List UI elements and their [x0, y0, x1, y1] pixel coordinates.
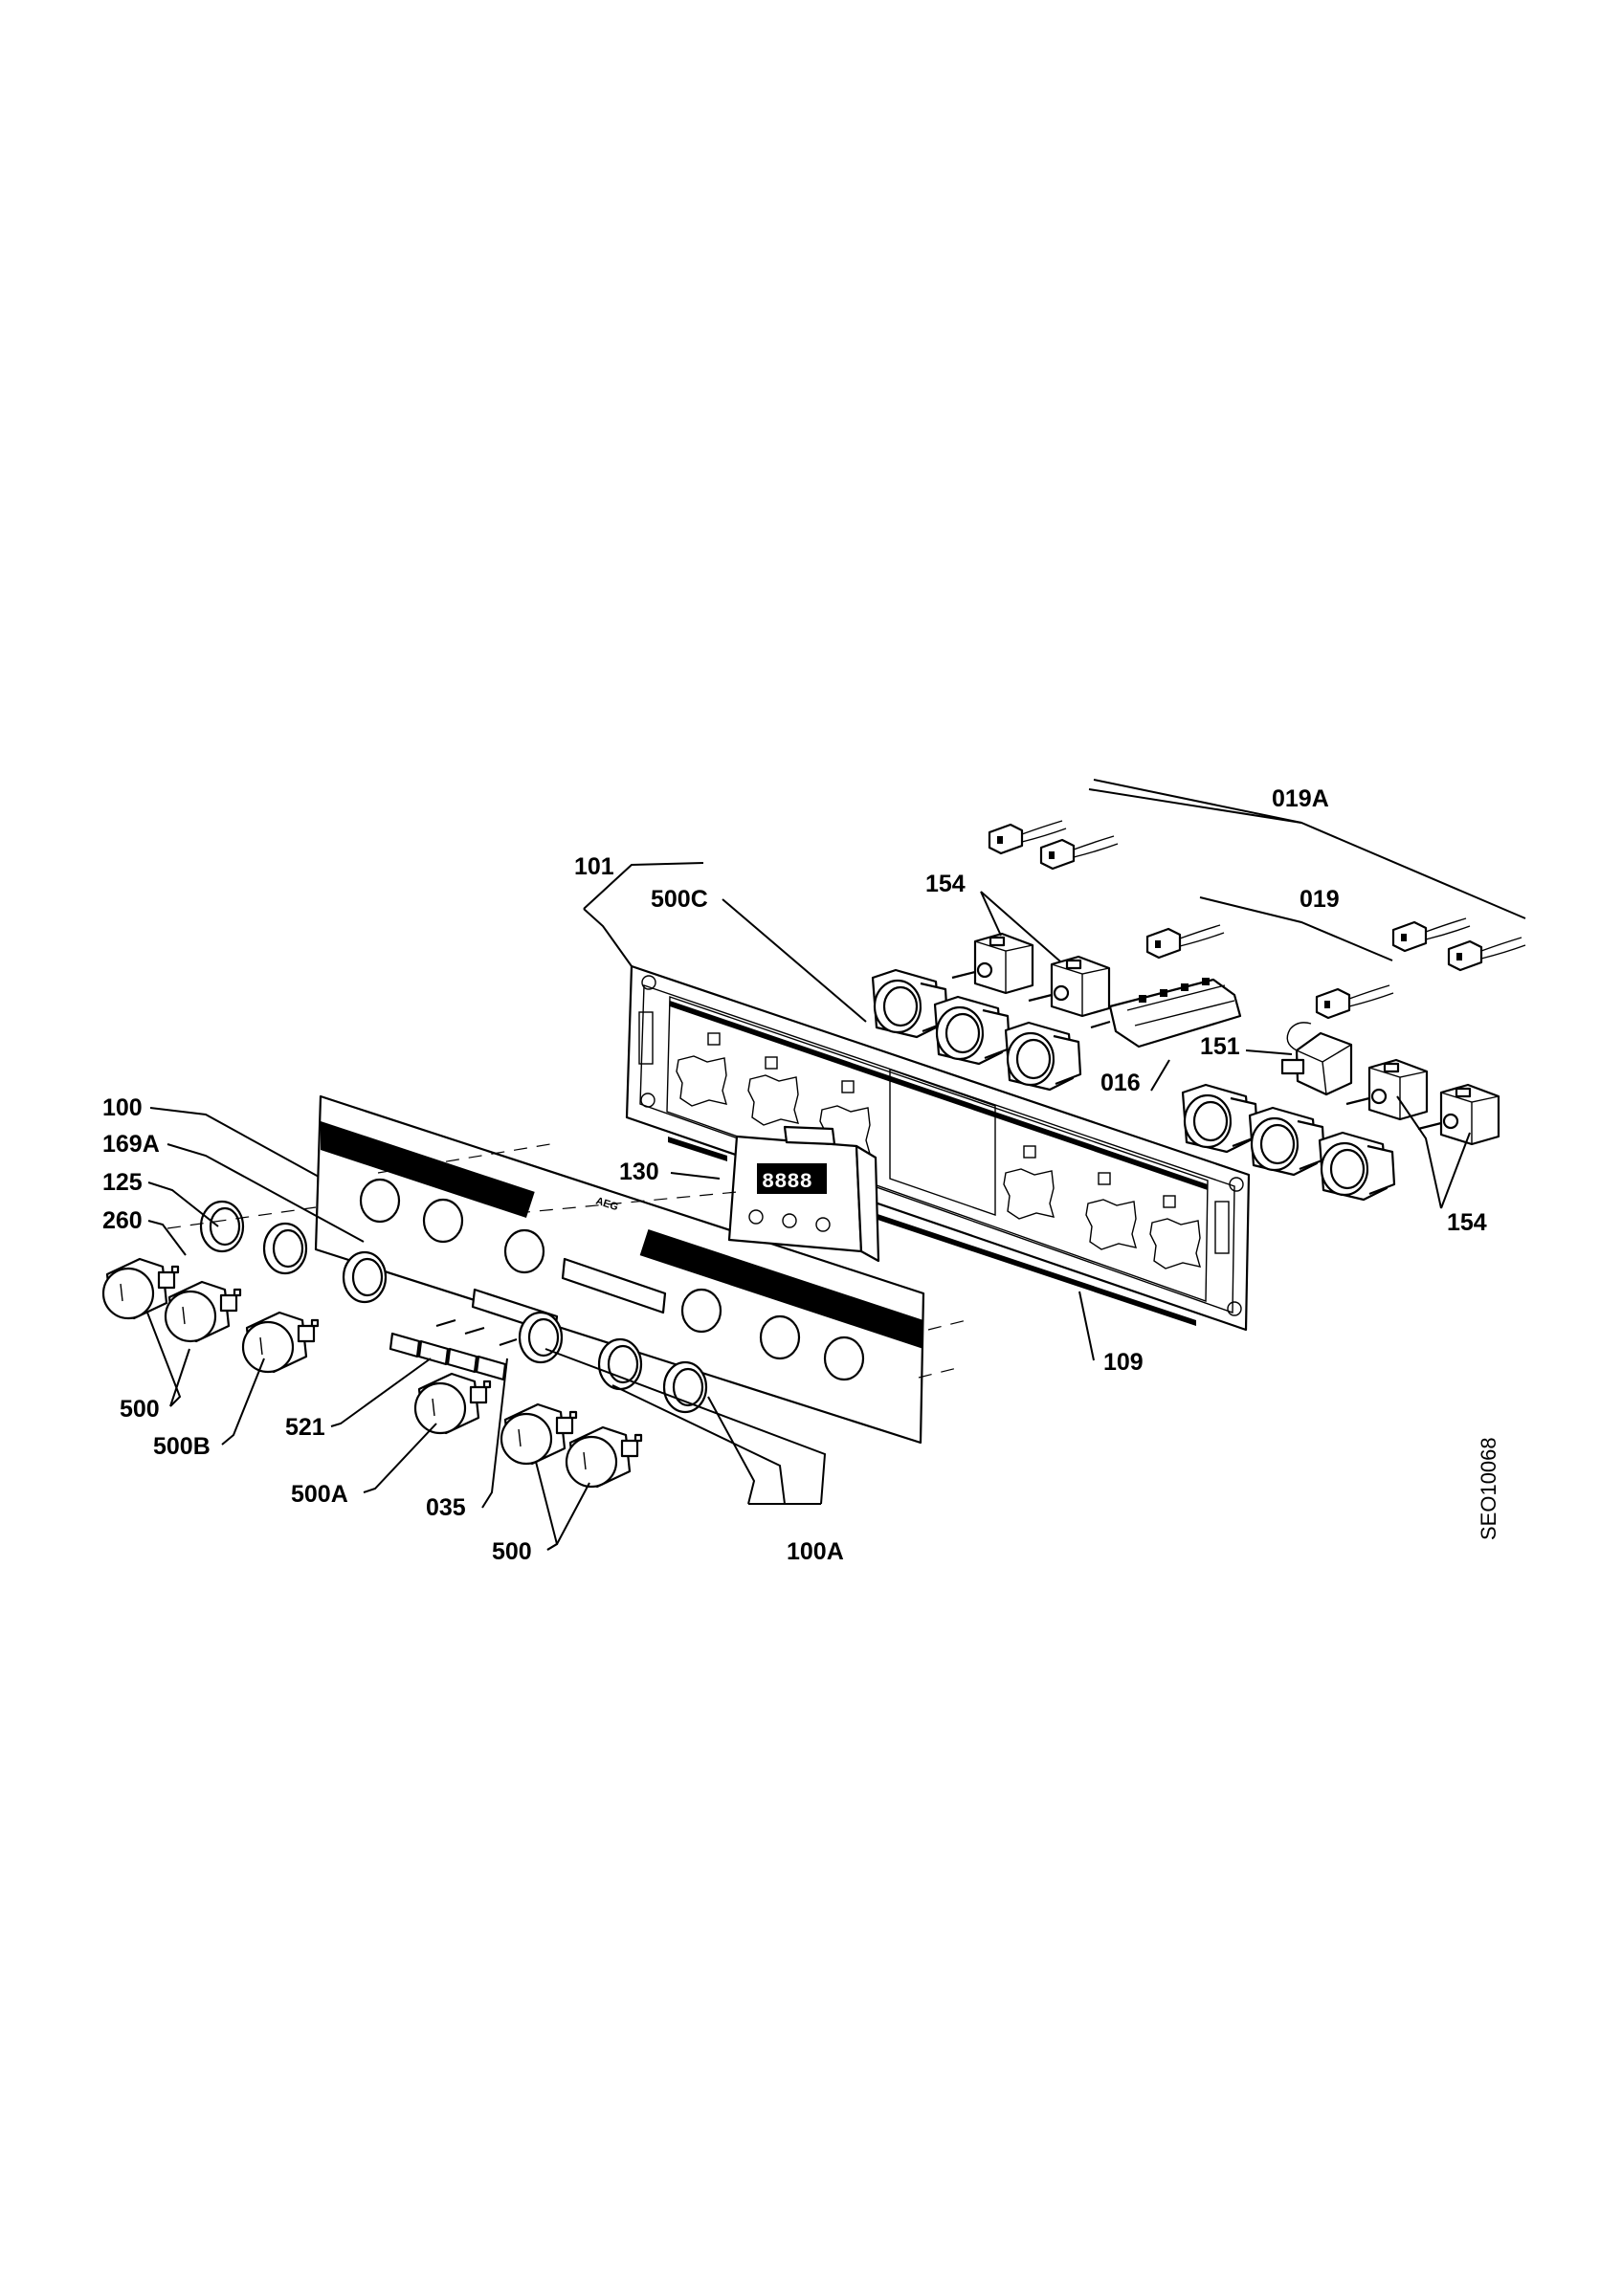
thermostat-151: [1280, 1022, 1353, 1096]
label-154-top: 154: [925, 871, 966, 897]
ring-100A-1: [518, 1311, 564, 1364]
energy-regulator-154-4: [1416, 1083, 1500, 1146]
knob-500-3: [500, 1402, 578, 1466]
display-module-130: 8888: [727, 1125, 880, 1263]
knob-500-2: [164, 1280, 242, 1343]
label-101: 101: [574, 853, 614, 880]
label-019: 019: [1300, 886, 1340, 913]
label-016: 016: [1100, 1070, 1141, 1096]
label-260: 260: [102, 1207, 143, 1234]
ring-125-3: [342, 1250, 388, 1304]
label-169A: 169A: [102, 1131, 160, 1158]
label-100: 100: [102, 1094, 143, 1121]
drawing-code: SEO10068: [1477, 1437, 1500, 1540]
plug-019-1: [1145, 923, 1226, 960]
socket-500C-4: [1181, 1083, 1259, 1154]
ring-125-2: [262, 1222, 308, 1275]
socket-500C-3: [1004, 1021, 1082, 1092]
selector-switch-016: [1090, 978, 1242, 1049]
label-151: 151: [1200, 1033, 1240, 1060]
label-500-bottom: 500: [492, 1538, 532, 1565]
label-500C: 500C: [651, 886, 708, 913]
label-500A: 500A: [291, 1481, 348, 1508]
knob-500A: [413, 1372, 492, 1435]
springs-035: [435, 1319, 518, 1346]
socket-500C-2: [933, 995, 1011, 1066]
push-buttons-521: [389, 1332, 507, 1381]
label-100A: 100A: [787, 1538, 844, 1565]
label-521: 521: [285, 1414, 325, 1441]
display-digits: 8888: [762, 1170, 812, 1194]
energy-regulator-154-1: [950, 932, 1034, 995]
label-125: 125: [102, 1169, 143, 1196]
label-154-right: 154: [1447, 1209, 1487, 1236]
leader-lines: [146, 779, 1526, 1551]
socket-500C-6: [1318, 1131, 1396, 1202]
plug-019-2: [1315, 983, 1395, 1020]
alignment-lines: [167, 1143, 967, 1379]
knob-500-4: [565, 1425, 643, 1489]
trim-strip-109: [866, 1210, 1196, 1326]
trim-strip-upper: [668, 1137, 727, 1161]
rear-frame-101: [625, 964, 1251, 1332]
ring-100A-3: [662, 1360, 708, 1414]
ring-125-1: [199, 1200, 245, 1253]
label-130: 130: [619, 1159, 659, 1185]
energy-regulator-154-3: [1344, 1058, 1429, 1121]
socket-500C-5: [1248, 1106, 1326, 1177]
label-019A: 019A: [1272, 785, 1329, 812]
label-035: 035: [426, 1494, 466, 1521]
plug-019A-2: [1039, 834, 1120, 871]
energy-regulator-154-2: [1027, 955, 1111, 1018]
label-500-left: 500: [120, 1396, 160, 1423]
label-500B: 500B: [153, 1433, 211, 1460]
label-109: 109: [1103, 1349, 1144, 1376]
plug-019A-4: [1447, 936, 1527, 972]
knob-500B: [241, 1311, 320, 1374]
